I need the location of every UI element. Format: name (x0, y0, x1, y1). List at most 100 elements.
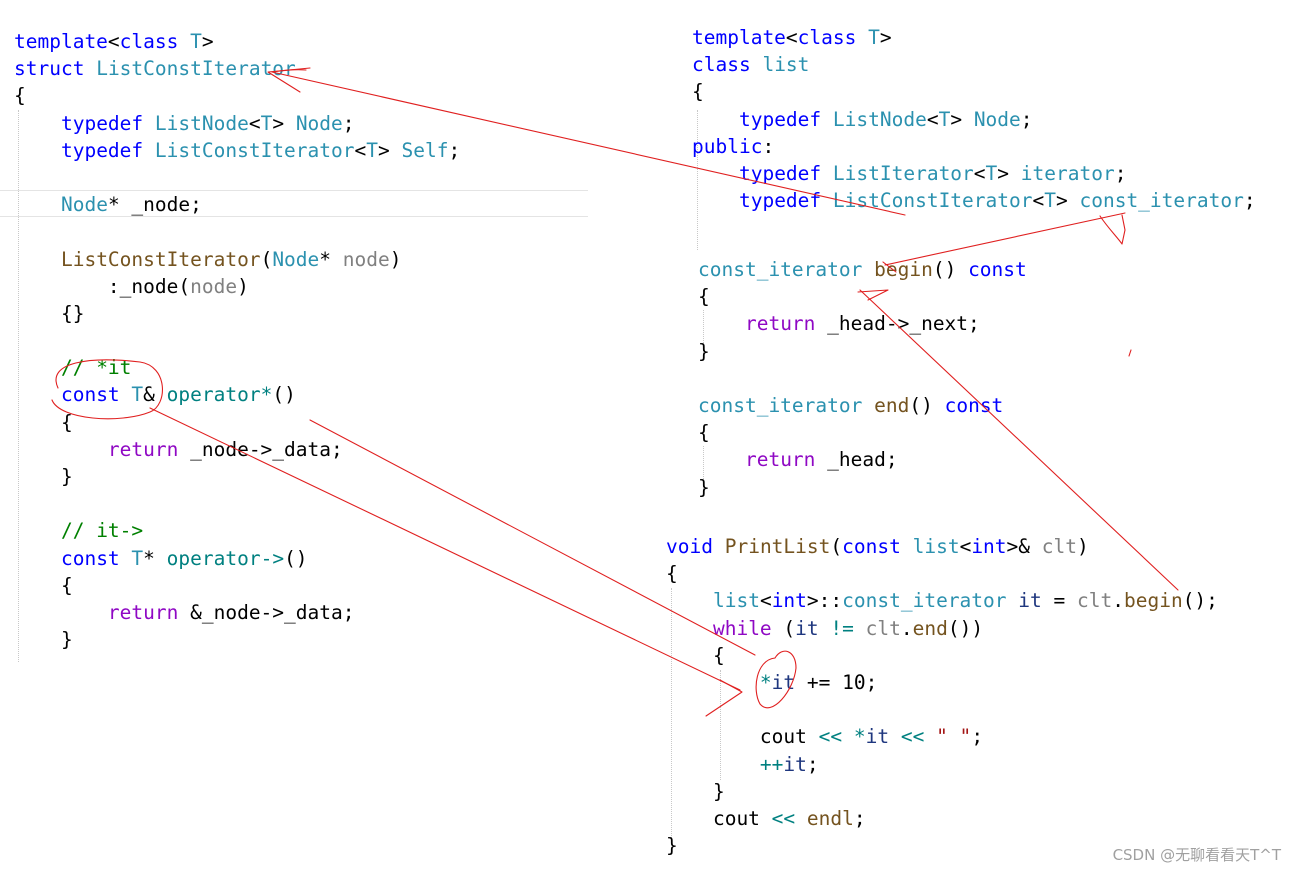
code-token (14, 547, 61, 570)
code-token: < (354, 138, 367, 162)
current-line-bottom (0, 216, 588, 217)
code-line: { (14, 82, 460, 109)
code-token: void (666, 535, 713, 558)
code-token: += 10; (795, 670, 878, 694)
code-token: { (692, 80, 704, 104)
code-token (901, 535, 913, 558)
code-token: > (272, 111, 296, 135)
code-token: T (366, 138, 378, 162)
code-token: >& (1006, 535, 1042, 558)
code-line: { (692, 78, 1256, 105)
code-token (692, 108, 739, 131)
code-token (698, 448, 745, 471)
code-token: ; (971, 725, 984, 749)
code-token (143, 139, 155, 162)
stray-mark (1128, 349, 1132, 357)
mark-const-iterator (1099, 214, 1126, 245)
code-token: typedef (738, 189, 822, 213)
code-token: << (771, 806, 796, 830)
code-token (666, 753, 760, 776)
code-token: ( (830, 535, 843, 558)
code-token: clt (1077, 589, 1113, 613)
code-token: ; (1243, 189, 1256, 213)
code-token: < (759, 589, 772, 613)
code-token: < (973, 161, 986, 185)
code-token: return (107, 437, 179, 461)
code-token: node (342, 247, 390, 271)
code-token: () (284, 546, 308, 570)
code-token: " " (936, 725, 972, 749)
code-line: { (666, 560, 1218, 587)
code-token: > (1056, 189, 1080, 213)
code-line: { (698, 283, 1027, 310)
code-token: end (874, 393, 910, 417)
code-token: T (260, 111, 273, 135)
code-token: ; (1114, 161, 1127, 185)
code-token: list (712, 589, 760, 613)
code-token: { (666, 562, 678, 586)
code-token: ListConstIterator (154, 138, 355, 162)
code-token: ++ (759, 752, 784, 776)
code-token: ListConstIterator (96, 57, 296, 81)
code-line: { (698, 419, 1027, 446)
code-token (924, 725, 936, 748)
code-token: list (912, 535, 960, 558)
code-token (14, 112, 61, 135)
code-token: () (932, 258, 969, 281)
code-token: (); (1182, 589, 1218, 613)
code-token: it (1018, 589, 1042, 613)
code-token (692, 189, 739, 212)
code-line: *it += 10; (666, 669, 1218, 696)
code-token: { (698, 285, 710, 309)
code-token (14, 193, 61, 216)
code-line: const_iterator end() const (698, 392, 1027, 419)
code-token: () (909, 393, 945, 417)
code-token: it (865, 725, 890, 749)
code-token: {} (14, 301, 85, 325)
code-token (751, 53, 763, 76)
code-token: class (119, 30, 179, 53)
code-token: node (190, 274, 238, 298)
code-token: it (771, 670, 796, 694)
code-token: clt (865, 616, 901, 640)
code-token: } (698, 339, 710, 363)
code-token: struct (14, 57, 85, 81)
code-token (14, 438, 108, 461)
code-line: // it-> (14, 517, 460, 544)
code-line: return _head; (698, 446, 1027, 473)
begin-end-code: const_iterator begin() const{ return _he… (698, 256, 1027, 501)
code-line: const T& operator*() (14, 381, 460, 408)
code-token: ; (448, 138, 461, 162)
code-token: < (959, 535, 972, 558)
code-token: return (744, 312, 816, 336)
code-token: const_iterator (842, 589, 1007, 613)
code-token: begin (874, 258, 933, 281)
code-line: ++it; (666, 751, 1218, 778)
code-token: ) (237, 274, 249, 298)
code-token: } (14, 465, 73, 488)
code-token: } (14, 628, 73, 652)
code-token: iterator (1020, 161, 1115, 185)
code-line: typedef ListIterator<T> iterator; (692, 160, 1256, 187)
code-line: } (698, 338, 1027, 365)
code-line: struct ListConstIterator (14, 55, 460, 82)
code-token: T (131, 546, 144, 570)
code-token: &_node->_data; (178, 600, 355, 624)
code-token: < (785, 26, 798, 49)
code-line: { (666, 642, 1218, 669)
code-token: end (912, 616, 948, 640)
code-line (666, 696, 1218, 723)
code-line: list<int>::const_iterator it = clt.begin… (666, 587, 1218, 614)
code-line: } (698, 474, 1027, 501)
code-token: } (666, 834, 678, 858)
code-token: cout (666, 806, 772, 830)
code-token (821, 162, 833, 185)
code-token: { (14, 84, 26, 108)
code-line: } (14, 463, 460, 490)
code-token (713, 535, 725, 558)
code-token: ; (1020, 107, 1033, 131)
code-token: & (143, 383, 167, 407)
code-line: typedef ListNode<T> Node; (14, 110, 460, 137)
code-token: ; (342, 111, 355, 135)
code-token: operator* (166, 383, 273, 407)
